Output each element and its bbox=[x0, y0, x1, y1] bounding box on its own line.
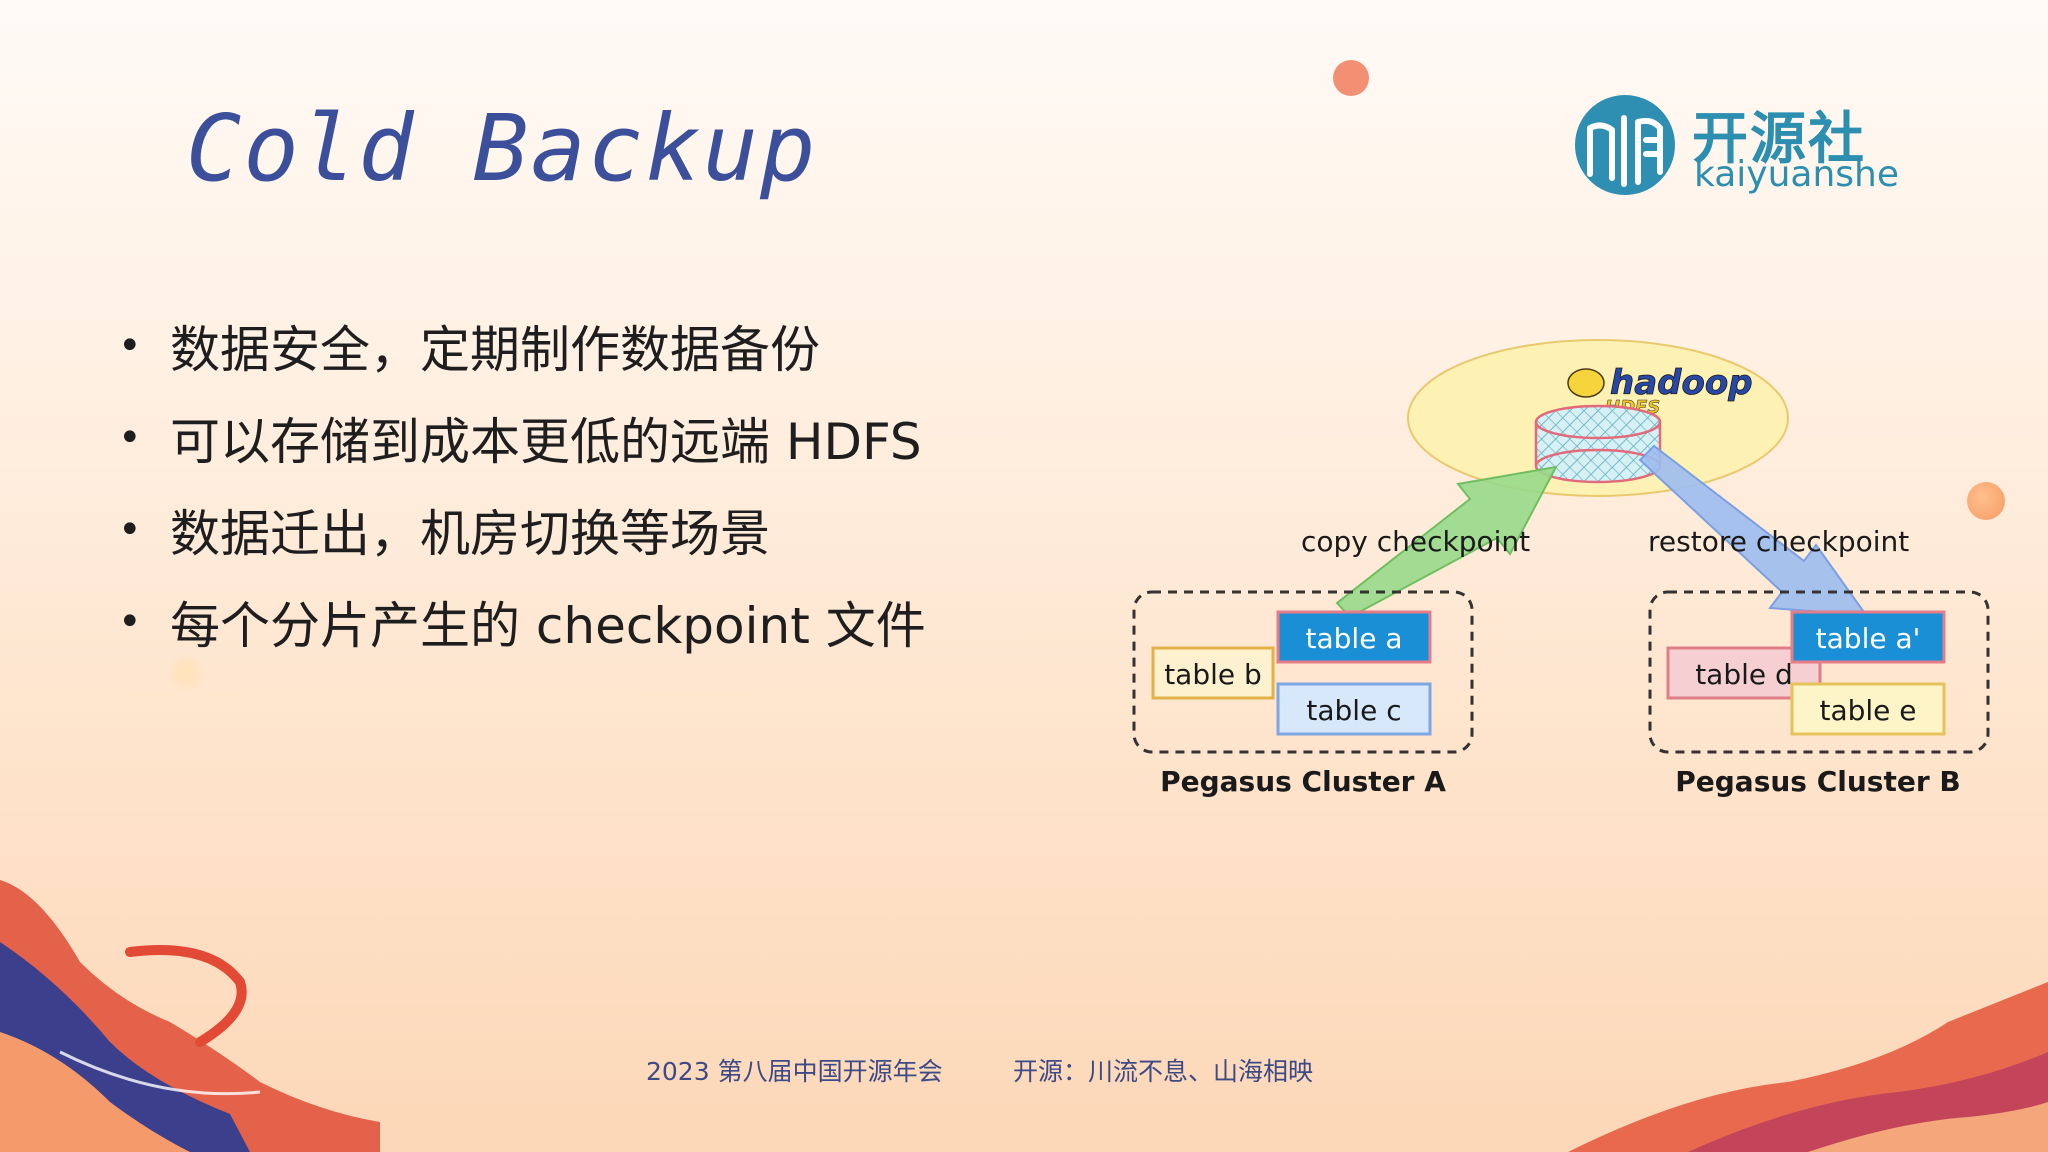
bullet-text: 可以存储到成本更低的远端 HDFS bbox=[170, 413, 922, 471]
footer-slogan-text: 开源：川流不息、山海相映 bbox=[1013, 1057, 1314, 1086]
hadoop-elephant-icon bbox=[1567, 368, 1605, 398]
cluster-b: table d table a' table e Pegasus Cluster… bbox=[1648, 590, 1990, 798]
bullet-text: 数据迁出，机房切换等场景 bbox=[170, 505, 770, 563]
mountain-left-decoration bbox=[0, 880, 380, 1152]
bullet-text: 每个分片产生的 checkpoint 文件 bbox=[170, 597, 926, 655]
kaiyuanshe-emblem-icon bbox=[1575, 95, 1675, 195]
logo-chinese-text: 开源社 bbox=[1692, 107, 1866, 172]
table-a-box bbox=[1276, 610, 1432, 664]
cluster-a-boundary bbox=[1132, 590, 1474, 754]
table-c-label: table c bbox=[1306, 694, 1401, 727]
bullet-item: • 每个分片产生的 checkpoint 文件 bbox=[118, 576, 926, 668]
bullet-item: • 数据安全，定期制作数据备份 bbox=[118, 300, 926, 392]
table-a-prime-box bbox=[1790, 610, 1946, 664]
hdfs-storage-ellipse bbox=[1407, 339, 1789, 497]
table-e-box bbox=[1790, 682, 1946, 736]
mountain-right-decoration bbox=[1568, 982, 2048, 1152]
bullet-dot-icon: • bbox=[118, 323, 142, 369]
table-a-prime-label: table a' bbox=[1816, 622, 1921, 655]
bullet-text: 数据安全，定期制作数据备份 bbox=[170, 321, 820, 379]
bullet-item: • 可以存储到成本更低的远端 HDFS bbox=[118, 392, 926, 484]
table-e-label: table e bbox=[1819, 694, 1916, 727]
table-d-box bbox=[1666, 646, 1822, 700]
kaiyuanshe-logo: 开源社 kaiyuanshe bbox=[1568, 90, 1899, 210]
bullet-dot-icon: • bbox=[118, 599, 142, 645]
cluster-a: table b table a table c Pegasus Cluster … bbox=[1132, 590, 1474, 798]
copy-arrow-icon bbox=[1335, 465, 1558, 619]
logo-english-text: kaiyuanshe bbox=[1694, 154, 1899, 195]
hadoop-logo-text: hadoop bbox=[1610, 363, 1753, 403]
bullet-item: • 数据迁出，机房切换等场景 bbox=[118, 484, 926, 576]
cluster-b-label: Pegasus Cluster B bbox=[1675, 765, 1960, 798]
table-d-label: table d bbox=[1695, 658, 1793, 691]
cluster-b-boundary bbox=[1648, 590, 1990, 754]
decor-dot bbox=[1333, 60, 1369, 96]
bullet-list: • 数据安全，定期制作数据备份 • 可以存储到成本更低的远端 HDFS • 数据迁出，… bbox=[118, 300, 926, 668]
table-b-box bbox=[1151, 646, 1275, 700]
footer-conference-text: 2023 第八届中国开源年会 bbox=[646, 1057, 943, 1086]
table-c-box bbox=[1276, 682, 1432, 736]
bullet-dot-icon: • bbox=[118, 415, 142, 461]
restore-arrow-icon bbox=[1638, 444, 1869, 617]
table-a-label: table a bbox=[1306, 622, 1403, 655]
slide-title: Cold Backup bbox=[186, 95, 818, 202]
copy-checkpoint-label: copy checkpoint bbox=[1301, 525, 1530, 558]
restore-checkpoint-label: restore checkpoint bbox=[1648, 525, 1909, 558]
cluster-a-label: Pegasus Cluster A bbox=[1160, 765, 1446, 798]
hdfs-label: HDFS bbox=[1605, 397, 1660, 418]
bullet-dot-icon: • bbox=[118, 507, 142, 553]
decor-dot bbox=[168, 654, 206, 692]
table-b-label: table b bbox=[1164, 658, 1262, 691]
hadoop-logo: hadoop HDFS bbox=[1567, 363, 1753, 418]
hdfs-database-icon bbox=[1534, 404, 1662, 484]
decor-dot bbox=[1967, 482, 2005, 520]
